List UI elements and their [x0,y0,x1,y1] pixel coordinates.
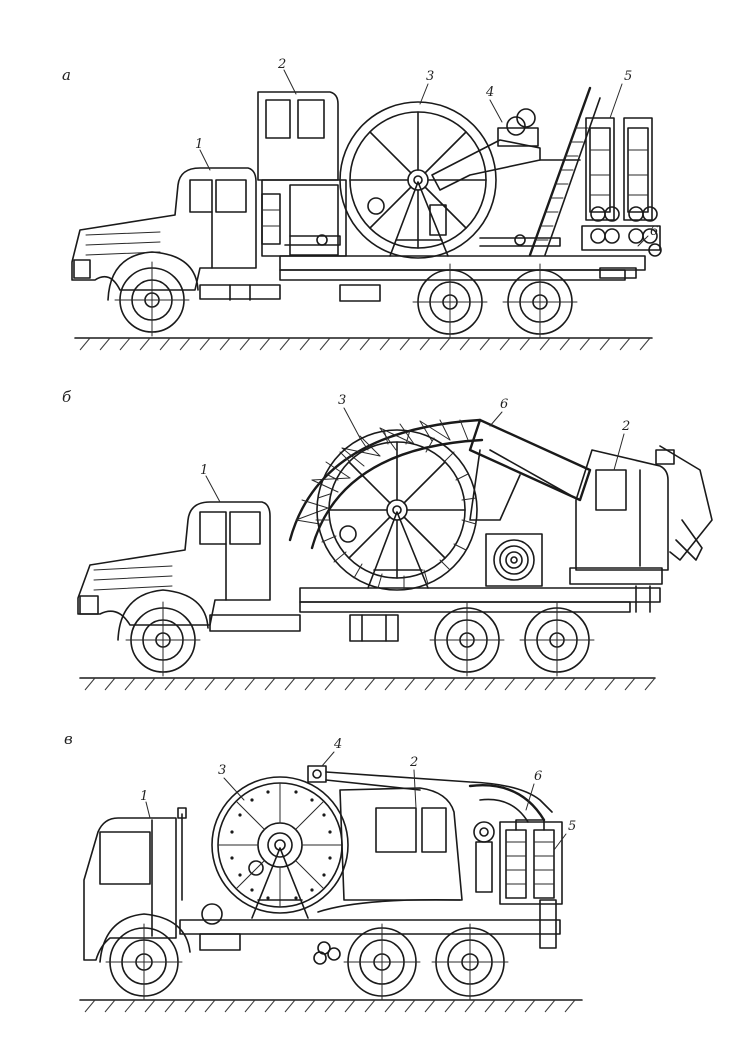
callouts-a: 1 2 3 4 5 6 [195,57,658,247]
truck-cab-b [77,501,271,626]
wheel-rear2-b [519,601,595,677]
panel-b: б [62,388,713,691]
panel-a: а [62,57,662,351]
fender-b [117,589,209,641]
chassis-a [199,255,646,302]
wheel-rear1-c [343,923,421,1001]
panel-letter-b: б [62,388,72,406]
wheel-rear2-c [431,923,509,1001]
callout-6-a: 6 [650,224,658,239]
wheel-front-c [105,923,183,1001]
callout-1-c: 1 [140,789,148,804]
callout-1-b: 1 [200,463,208,478]
callout-3-b: 3 [338,393,346,408]
ground-a [74,337,653,351]
panel-letter-a: а [62,66,71,84]
wheel-rear2-a [502,263,578,339]
callout-6-c: 6 [534,769,542,784]
callout-2-b: 2 [621,419,630,434]
callouts-c: 1 3 4 2 6 5 [140,737,576,851]
guide-pulley-c [307,765,553,813]
panel-letter-c: в [64,730,73,748]
piping-a [284,234,662,257]
truck-cab-a [71,167,257,291]
callout-4-a: 4 [485,85,494,100]
coil-drum-b [315,429,478,591]
hose-reel-b [485,533,543,587]
wheel-front-b [125,601,201,677]
operator-cabin-c [317,787,463,913]
fender-a [107,251,199,301]
callout-6-b: 6 [500,397,508,412]
callout-3-a: 3 [426,69,434,84]
coil-drum-c [211,776,349,919]
truck-cab-c [83,807,223,961]
wheel-front-a [114,261,190,337]
callout-1-a: 1 [195,137,203,152]
panel-c: в [64,730,583,1013]
callout-4-c: 4 [333,737,342,752]
wheel-rear1-a [412,263,488,339]
boom-truss-b [288,418,592,550]
callout-5-c: 5 [568,819,576,834]
callout-2-c: 2 [409,755,418,770]
wheel-rear1-b [429,601,505,677]
callout-5-a: 5 [624,69,632,84]
bop-stack-c [499,819,563,905]
chassis-b [209,587,661,642]
callout-3-c: 3 [218,763,226,778]
bop-stack-a [581,117,661,251]
injector-head-a [431,108,581,191]
mast-a [528,86,601,257]
chassis-c [179,899,561,965]
callouts-b: 1 3 6 2 [200,393,630,503]
coil-drum-a [339,101,497,259]
fender-c [99,913,191,963]
operator-cabin-b [569,445,713,613]
gooseneck-c [468,784,546,893]
ground-b [79,677,656,691]
ground-c [79,999,583,1013]
callout-2-a: 2 [277,57,286,72]
operator-cabin-a [257,91,347,257]
